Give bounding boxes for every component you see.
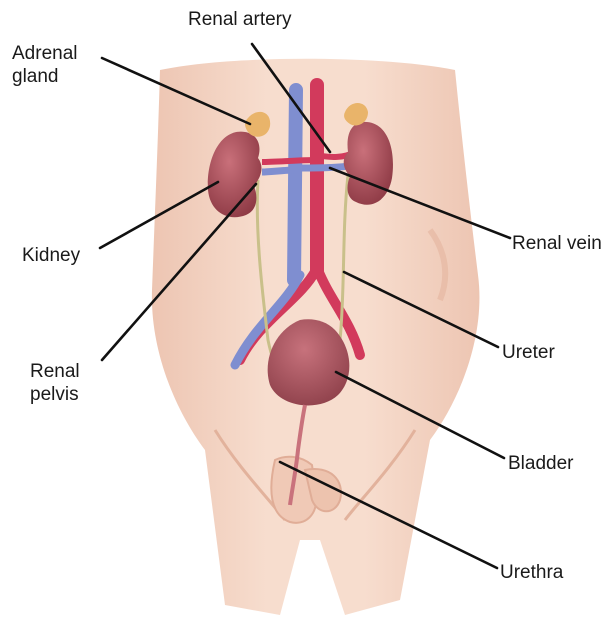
renal-artery-vessel <box>262 160 317 162</box>
renal-vein-vessel <box>262 170 296 172</box>
kidney-right <box>344 122 393 205</box>
label-renal-artery: Renal artery <box>188 8 292 31</box>
label-bladder: Bladder <box>508 452 574 475</box>
label-kidney: Kidney <box>22 244 80 267</box>
label-renal-pelvis: Renal pelvis <box>30 360 80 406</box>
label-urethra: Urethra <box>500 561 563 584</box>
inferior-vena-cava <box>294 90 296 280</box>
label-adrenal-gland: Adrenal gland <box>12 42 78 88</box>
label-ureter: Ureter <box>502 341 555 364</box>
label-renal-vein: Renal vein <box>512 232 602 255</box>
